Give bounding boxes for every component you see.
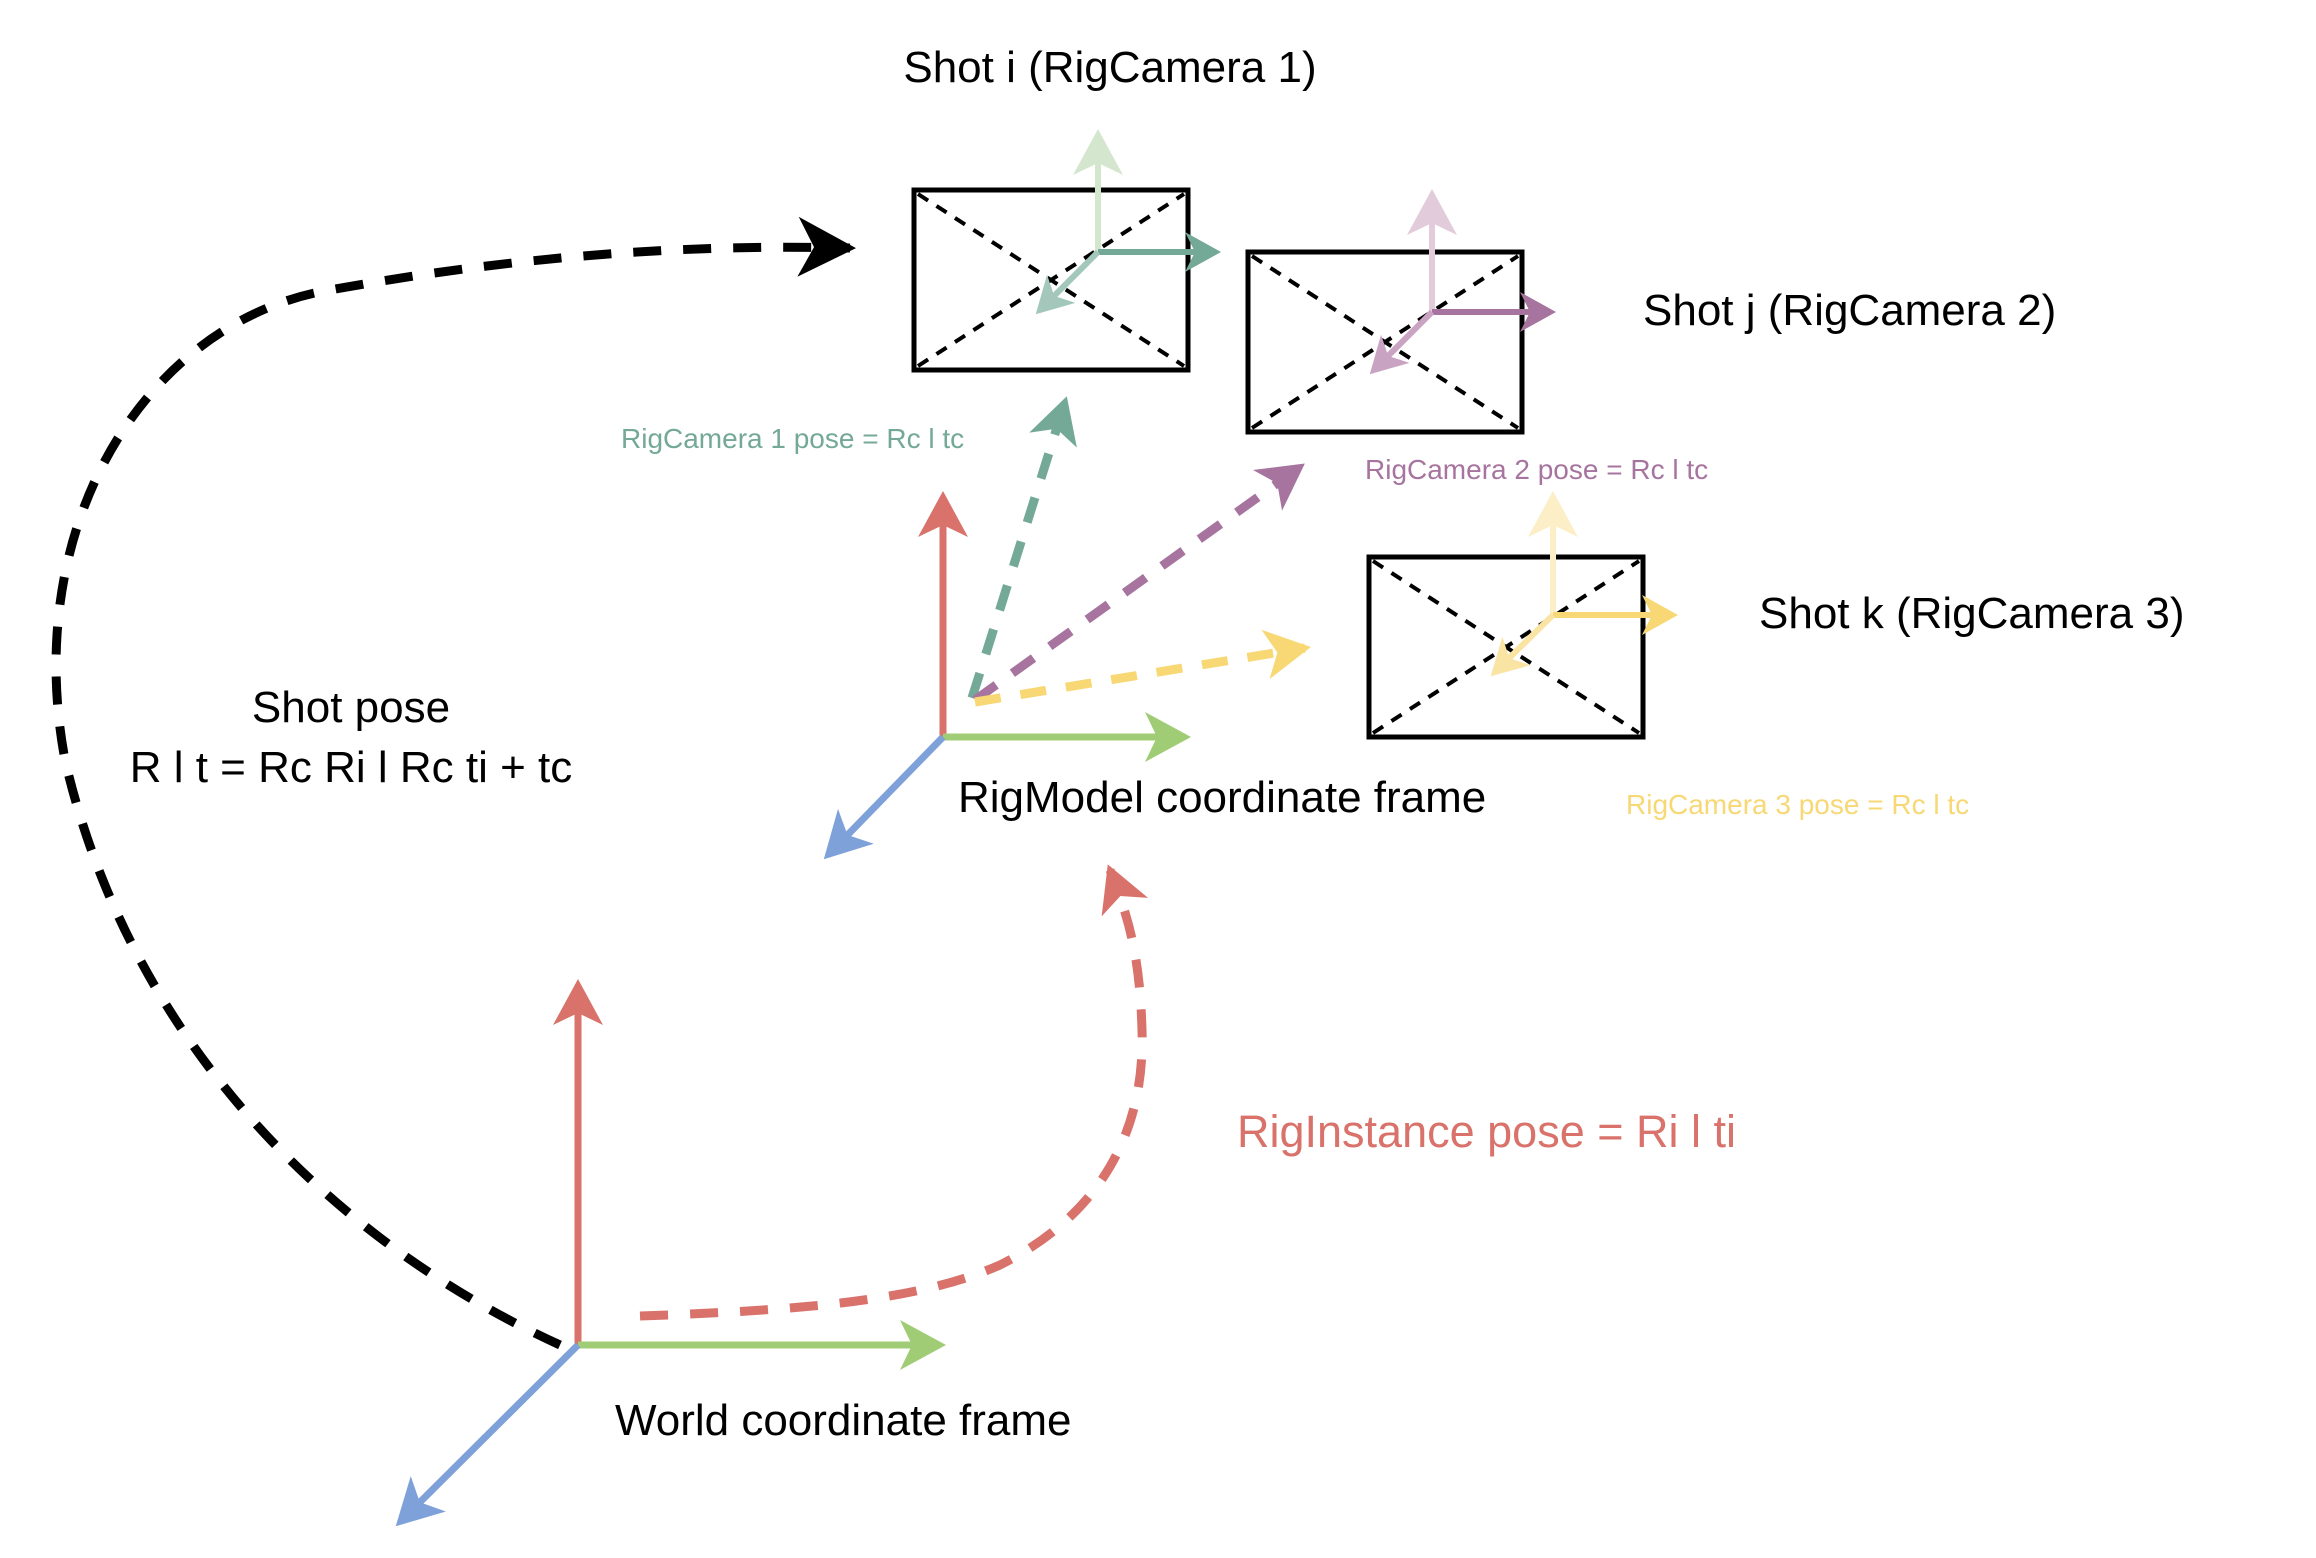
rigmodel-frame-label: RigModel coordinate frame <box>958 773 1486 822</box>
world-frame-label: World coordinate frame <box>615 1396 1072 1445</box>
shot-i-label: Shot i (RigCamera 1) <box>903 43 1316 92</box>
shot-k-frame <box>1366 554 1646 740</box>
shot-pose-arrow <box>51 216 856 1350</box>
rigcamera3-pose-label: RigCamera 3 pose = Rc l tc <box>1626 789 1969 820</box>
riginstance-pose-label: RigInstance pose = Ri l ti <box>1237 1106 1736 1157</box>
world-frame-axes <box>395 979 946 1527</box>
rigcamera1-pose-arrow <box>967 396 1077 700</box>
shot-j-camera <box>1245 189 1556 435</box>
rigmodel-frame-axes <box>823 491 1191 860</box>
riginstance-pose-arrow <box>639 864 1149 1321</box>
rigmodel-y-axis <box>823 734 946 860</box>
shot-i-frame <box>911 187 1191 373</box>
rigcamera3-pose-arrow <box>974 629 1311 707</box>
shot-pose-title: Shot pose <box>252 683 450 732</box>
shot-i-camera <box>911 129 1221 373</box>
rigcamera1-pose-label: RigCamera 1 pose = Rc l tc <box>621 423 964 454</box>
rigcamera2-pose-label: RigCamera 2 pose = Rc l tc <box>1365 454 1708 485</box>
rigcamera2-pose-arrow <box>972 463 1305 704</box>
shot-k-label: Shot k (RigCamera 3) <box>1759 589 2184 638</box>
world-y-axis <box>395 1342 581 1527</box>
shot-k-depth-axis <box>1490 612 1556 677</box>
shot-i-depth-axis <box>1035 249 1101 315</box>
shot-j-depth-axis <box>1369 309 1435 375</box>
shot-pose-formula: R l t = Rc Ri l Rc ti + tc <box>130 743 573 792</box>
shot-k-camera <box>1366 491 1678 740</box>
shot-j-label: Shot j (RigCamera 2) <box>1643 286 2056 335</box>
shot-j-frame <box>1245 249 1525 435</box>
